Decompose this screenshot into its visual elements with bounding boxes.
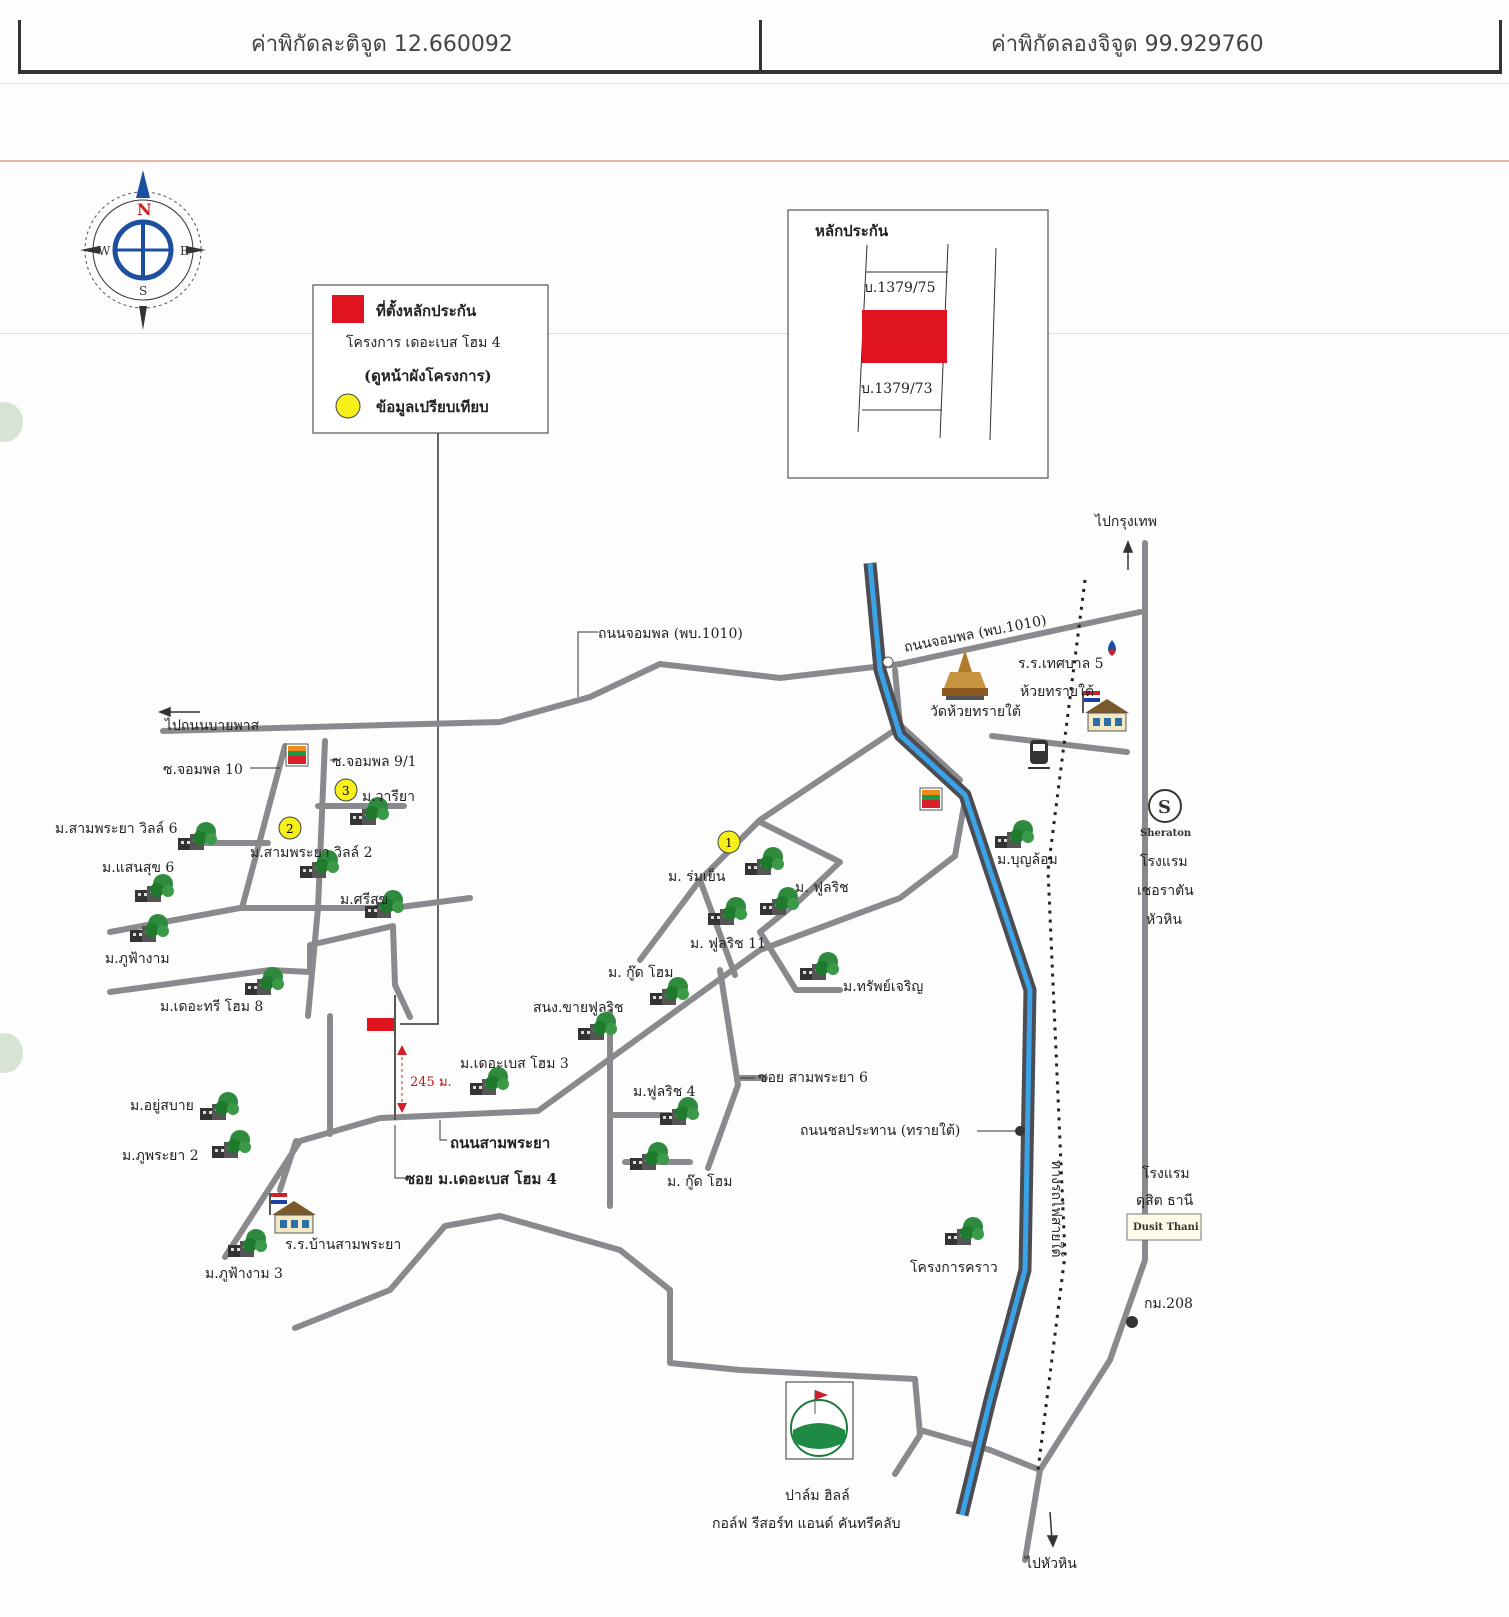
label-wat: วัดห้วยทรายใต้ — [930, 703, 1021, 720]
legend-line1: ที่ตั้งหลักประกัน — [376, 299, 477, 320]
label-mb-thebase3: ม.เดอะเบส โฮม 3 — [460, 1055, 569, 1072]
label-dusit-1: โรงแรม — [1142, 1165, 1190, 1182]
label-mb-phufangam: ม.ภูฟ้างาม — [105, 951, 170, 967]
collateral-site-marker — [367, 1018, 394, 1031]
petrol-station-icon — [1108, 640, 1116, 656]
dusit-logo-text: Dusit Thani — [1133, 1222, 1199, 1233]
compass-w: W — [98, 244, 111, 258]
coordinate-bar: ค่าพิกัดละติจูด 12.660092 ค่าพิกัดลองจิจ… — [18, 20, 1502, 74]
compass-e: E — [180, 244, 189, 258]
compass-icon: N E S W — [80, 170, 206, 330]
label-soi-thebase4: ซอย ม.เดอะเบส โฮม 4 — [405, 1169, 557, 1188]
label-sheraton-2: เชอราตัน — [1137, 883, 1194, 899]
legend-line4: ข้อมูลเปรียบเทียบ — [376, 398, 489, 417]
label-school-sampraya: ร.ร.บ้านสามพระยา — [285, 1237, 401, 1253]
legend-line2: โครงการ เดอะเบส โฮม 4 — [346, 334, 501, 351]
label-mb-romyen: ม. ร่มเย็น — [668, 867, 726, 885]
inset-collateral-plot — [862, 310, 947, 363]
label-huaisai-tai: ห้วยทรายใต้ — [1020, 683, 1094, 700]
scan-artifact — [0, 1033, 23, 1073]
school-icon — [268, 1192, 317, 1234]
label-fullrich-office: สนง.ขายฟูลริช — [533, 1000, 624, 1016]
label-palm-hills-2: กอล์ฟ รีสอร์ท แอนด์ คันทรีคลับ — [712, 1515, 901, 1532]
compass-n: N — [137, 200, 152, 219]
comparable-1: 1 — [725, 836, 733, 850]
label-mb-sampraya-villa2: ม.สามพระยา วิลล์ 2 — [250, 844, 372, 861]
label-soi-jompol-10: ซ.จอมพล 10 — [163, 762, 243, 778]
comparable-3: 3 — [342, 784, 350, 798]
label-mb-phupraya2: ม.ภูพระยา 2 — [122, 1148, 199, 1164]
inset-top-plot: บ.1379/75 — [864, 280, 936, 296]
label-mb-goodhome: ม. กู๊ด โฮม — [608, 964, 673, 981]
label-krao-project: โครงการคราว — [910, 1259, 998, 1276]
label-jompol-road-1: ถนนจอมพล (พบ.1010) — [598, 626, 743, 642]
svg-text:S: S — [1158, 797, 1171, 818]
label-railway: ทางรถไฟสายใต้ — [1048, 1160, 1065, 1257]
golf-logo-icon — [785, 1381, 854, 1460]
label-mb-sapcharoen: ม.ทรัพย์เจริญ — [843, 978, 923, 995]
legend: ที่ตั้งหลักประกัน โครงการ เดอะเบส โฮม 4 … — [312, 284, 549, 434]
label-mb-fullrich11: ม. ฟูลริช 11 — [690, 936, 766, 952]
header-rule — [0, 160, 1509, 162]
label-mb-thetree8: ม.เดอะทรี โฮม 8 — [160, 998, 263, 1015]
dusit-logo-icon: Dusit Thani — [1126, 1213, 1202, 1241]
inset-title: หลักประกัน — [815, 222, 889, 240]
label-chonprathan-road: ถนนชลประทาน (ทรายใต้) — [800, 1122, 960, 1139]
label-to-naiphasa: ไปถนนบายพาส — [164, 717, 260, 734]
label-sampraya-road: ถนนสามพระยา — [450, 1134, 550, 1152]
label-mb-boonlom: ม.บุญล้อม — [997, 852, 1058, 868]
label-mb-saensuk6: ม.แสนสุข 6 — [102, 860, 174, 876]
km-marker — [1126, 1316, 1138, 1328]
label-to-bangkok: ไปกรุงเทพ — [1094, 513, 1157, 530]
compass-s: S — [139, 284, 147, 298]
scan-line — [0, 83, 1509, 84]
inset-bottom-plot: บ.1379/73 — [861, 381, 933, 397]
label-soi-jompol-9-1: ซ.จอมพล 9/1 — [332, 754, 417, 770]
label-soi-sampraya6: ซอย สามพระยา 6 — [758, 1070, 868, 1086]
house-icons — [130, 797, 1034, 1257]
latitude-text: ค่าพิกัดละติจูด 12.660092 — [251, 32, 513, 57]
label-mb-yusabai: ม.อยู่สบาย — [130, 1098, 194, 1114]
label-thesaban-school: ร.ร.เทศบาล 5 — [1018, 656, 1104, 672]
inset-plot: หลักประกัน บ.1379/75 บ.1379/73 — [787, 209, 1049, 479]
seven-eleven-icon — [919, 787, 943, 811]
longitude-text: ค่าพิกัดลองจิจูด 99.929760 — [991, 32, 1264, 57]
label-mb-sampraya-villa6: ม.สามพระยา วิลล์ 6 — [55, 820, 178, 837]
label-mb-wariya: ม.วารียา — [362, 789, 415, 805]
label-to-huahin: ไปหัวหิน — [1024, 1555, 1077, 1572]
scan-line — [0, 333, 1509, 334]
legend-line3: (ดูหน้าผังโครงการ) — [364, 366, 492, 386]
comparable-swatch — [335, 393, 361, 419]
label-mb-goodhome2: ม. กู๊ด โฮม — [667, 1173, 732, 1190]
comparable-2: 2 — [286, 822, 294, 836]
collateral-marker-swatch — [332, 295, 364, 323]
coordinate-divider — [759, 20, 762, 70]
temple-icon — [942, 650, 988, 700]
train-icon — [1028, 740, 1050, 769]
label-mb-phufangam3: ม.ภูฟ้างาม 3 — [205, 1266, 283, 1282]
railway-line — [1036, 579, 1087, 1471]
map-labels: ไปกรุงเทพ ถนนจอมพล (พบ.1010) ถนนจอมพล (พ… — [55, 513, 1194, 1572]
comparable-markers: 3 2 1 — [278, 778, 741, 854]
distance-label: 245 ม. — [410, 1075, 452, 1090]
label-mb-srisuk: ม.ศรีสุข — [340, 892, 388, 908]
label-sheraton-3: หัวหิน — [1146, 912, 1182, 928]
sheraton-logo-text: Sheraton — [1140, 828, 1192, 839]
label-sheraton-1: โรงแรม — [1140, 853, 1188, 870]
label-km208: กม.208 — [1144, 1296, 1193, 1312]
sheraton-logo-icon: S Sheraton — [1140, 789, 1192, 839]
label-mb-fullrich4: ม.ฟูลริช 4 — [633, 1084, 696, 1100]
label-palm-hills-1: ปาล์ม ฮิลล์ — [785, 1487, 850, 1504]
seven-eleven-icon — [285, 743, 309, 767]
legend-pointer — [400, 433, 439, 1025]
scan-artifact — [0, 402, 23, 442]
label-mb-fullrich: ม. ฟูลริช — [795, 880, 849, 896]
label-dusit-2: ดุสิต ธานี — [1136, 1193, 1194, 1209]
